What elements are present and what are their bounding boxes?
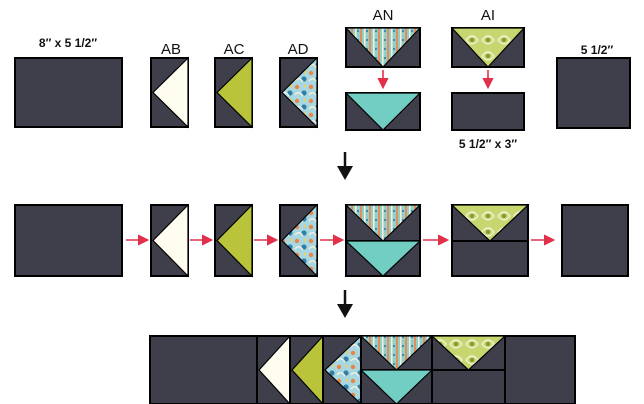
row2-triangle-ad — [281, 203, 318, 278]
dimension-label-large: 8″ x 5 1/2″ — [39, 36, 97, 50]
row2-triangle-ai — [450, 204, 530, 242]
strip-triangle-aqua — [359, 369, 434, 404]
row2-triangle-ab — [152, 203, 189, 278]
dimension-label-square: 5 1/2″ — [581, 43, 614, 57]
triangle-ab-cream — [152, 56, 189, 129]
triangle-ad-floral — [281, 56, 318, 129]
triangle-ac-lime — [216, 56, 253, 129]
block-label-ac: AC — [224, 41, 245, 58]
row2-triangle-an-aqua — [344, 240, 422, 277]
row2-triangle-an-stripe — [344, 204, 422, 242]
rect-5x3-block — [451, 92, 525, 131]
square-block-5 — [556, 57, 631, 129]
rect-8x5-block — [14, 57, 123, 128]
step-arrow-2 — [337, 304, 353, 318]
row2-rect-block — [14, 204, 123, 277]
diagram-layer — [14, 27, 631, 404]
triangle-ai-paisley — [450, 27, 526, 68]
triangle-an-aqua — [344, 92, 422, 131]
block-label-ad: AD — [288, 41, 309, 58]
block-label-ai: AI — [481, 7, 495, 24]
block-label-an: AN — [373, 7, 394, 24]
step-arrow-1 — [337, 166, 353, 180]
strip-triangle-stripe — [359, 335, 434, 371]
strip-triangle-paisley — [430, 335, 507, 371]
row2-triangle-ac — [216, 203, 253, 278]
block-label-ab: AB — [161, 41, 181, 58]
dimension-label-rect: 5 1/2″ x 3″ — [459, 137, 517, 151]
row2-square-block — [561, 204, 629, 277]
triangle-an-stripe — [344, 27, 422, 68]
